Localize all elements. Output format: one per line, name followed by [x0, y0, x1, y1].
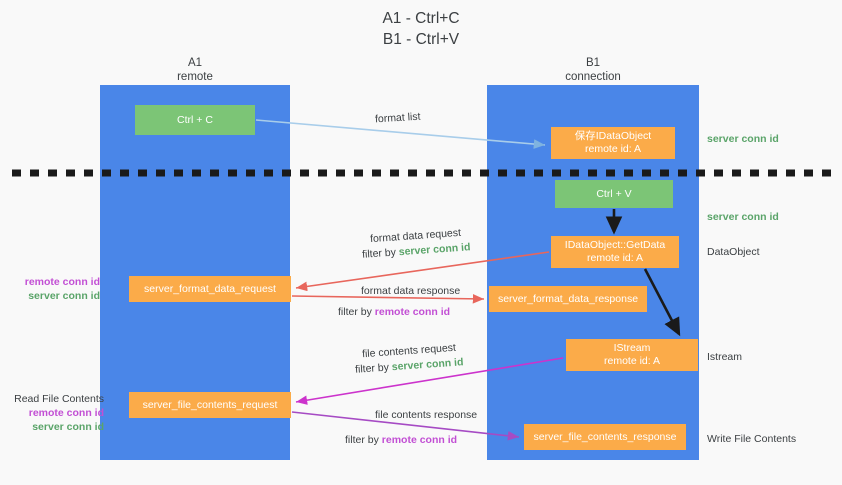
edge-label-format-data-response-text: format data response: [361, 285, 461, 297]
node-ctrl-v[interactable]: Ctrl + V: [555, 180, 673, 208]
annotation-istream: Istream: [707, 351, 743, 363]
column-b1-role: connection: [565, 70, 621, 83]
node-server-file-contents-request[interactable]: server_file_contents_request: [129, 392, 291, 418]
node-idataobject-line2: remote id: A: [584, 143, 642, 155]
filter-by-text: filter by: [338, 306, 375, 318]
node-server-file-contents-response[interactable]: server_file_contents_response: [524, 424, 686, 450]
annotation-write-file-contents: Write File Contents: [707, 433, 797, 445]
edge-label-format-list-text: format list: [374, 110, 421, 126]
edge-label-file-contents-response: file contents response: [375, 408, 477, 422]
annotation-server-conn-id: server conn id: [28, 290, 100, 302]
remote-conn-id-text: remote conn id: [381, 434, 458, 446]
node-ctrl-c[interactable]: Ctrl + C: [135, 105, 255, 135]
edge-label-file-contents-response-text: file contents response: [375, 409, 478, 421]
annotation-server-conn-id-top: server conn id: [707, 133, 779, 145]
edge-filter-file-contents-response: filter by remote conn id: [345, 433, 457, 447]
filter-by-text: filter by: [354, 361, 393, 376]
node-server-file-contents-request-label: server_file_contents_request: [142, 398, 278, 411]
node-getdata-line2: remote id: A: [586, 252, 644, 264]
column-a1-role: remote: [177, 70, 213, 83]
column-b1-name: B1: [585, 57, 601, 69]
server-conn-id-text: server conn id: [398, 241, 471, 259]
server-conn-id-text: server conn id: [391, 356, 464, 374]
edge-filter-format-data-response: filter by remote conn id: [338, 305, 450, 319]
node-server-format-data-response-label: server_format_data_response: [497, 292, 639, 305]
node-idataobject-line1: 保存IDataObject: [574, 130, 652, 142]
annotation-server-conn-id: server conn id: [32, 421, 104, 433]
remote-conn-id-text: remote conn id: [374, 306, 451, 318]
node-server-file-contents-response-label: server_file_contents_response: [533, 430, 677, 443]
annotation-remote-conn-id: remote conn id: [24, 276, 100, 288]
filter-by-text: filter by: [361, 246, 400, 261]
node-ctrl-v-label: Ctrl + V: [596, 187, 632, 200]
title-line-1: A1 - Ctrl+C: [382, 10, 460, 27]
edge-label-format-data-response: format data response: [361, 284, 460, 298]
node-server-format-data-request-label: server_format_data_request: [144, 282, 276, 295]
node-istream-line1: IStream: [613, 342, 651, 354]
node-istream[interactable]: IStream remote id: A: [566, 339, 698, 371]
column-header-b1: B1 connection: [487, 57, 699, 84]
edge-label-format-list: format list: [375, 110, 421, 127]
node-idataobject[interactable]: 保存IDataObject remote id: A: [551, 127, 675, 159]
annotation-conn-ids-upper: remote conn id server conn id: [8, 275, 100, 303]
column-a1-name: A1: [187, 57, 203, 69]
node-server-format-data-response[interactable]: server_format_data_response: [489, 286, 647, 312]
node-server-format-data-request[interactable]: server_format_data_request: [129, 276, 291, 302]
annotation-dataobject: DataObject: [707, 246, 760, 258]
column-header-a1: A1 remote: [100, 57, 290, 84]
filter-by-text: filter by: [345, 434, 382, 446]
node-idataobject-getdata[interactable]: IDataObject::GetData remote id: A: [551, 236, 679, 268]
title-line-2: B1 - Ctrl+V: [382, 31, 460, 48]
page-title: A1 - Ctrl+C B1 - Ctrl+V: [0, 8, 842, 50]
node-istream-line2: remote id: A: [603, 355, 661, 367]
node-ctrl-c-label: Ctrl + C: [177, 113, 213, 126]
annotation-server-conn-id-mid: server conn id: [707, 211, 779, 223]
annotation-read-file-contents-group: Read File Contents remote conn id server…: [4, 392, 104, 434]
annotation-remote-conn-id: remote conn id: [28, 407, 104, 419]
annotation-read-file-contents: Read File Contents: [14, 393, 104, 405]
node-getdata-line1: IDataObject::GetData: [564, 239, 666, 251]
